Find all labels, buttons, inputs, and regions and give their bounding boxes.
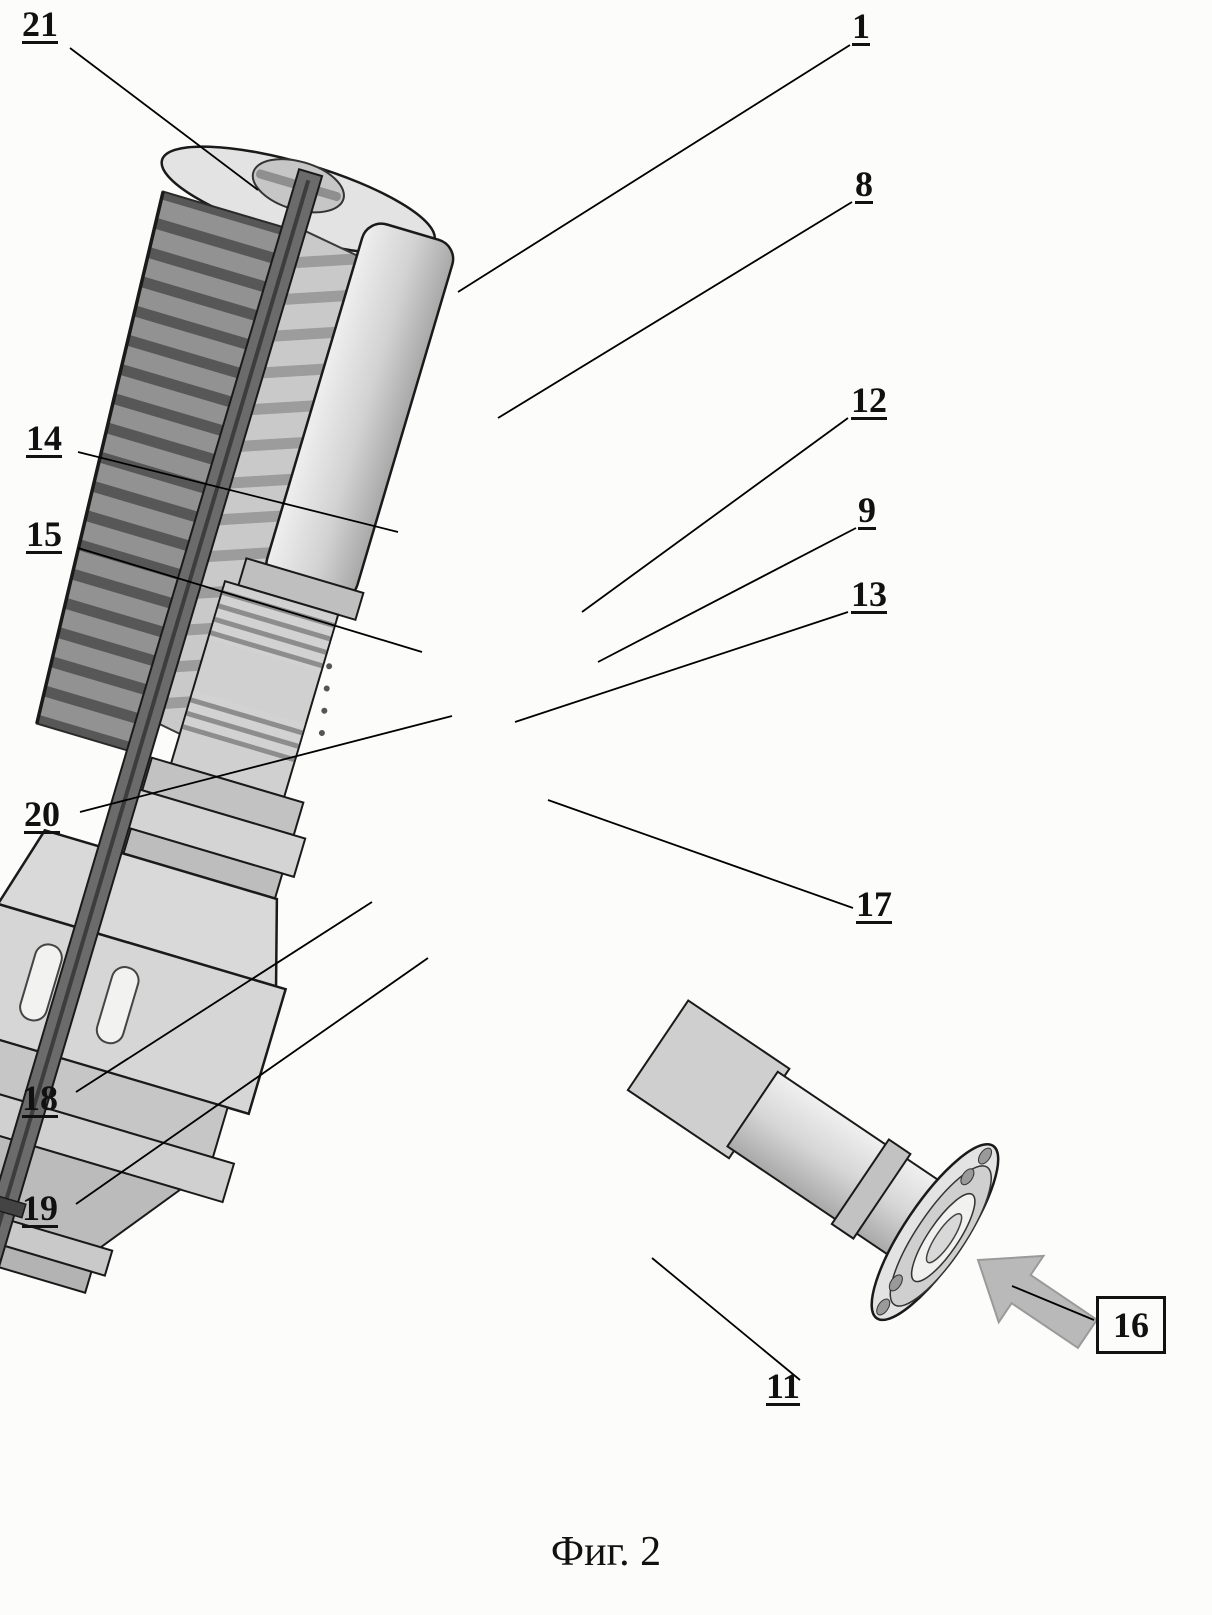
callout-17: 17 xyxy=(856,884,892,924)
leader-line-21 xyxy=(69,47,259,191)
callout-19: 19 xyxy=(22,1188,58,1228)
drive-shaft xyxy=(0,168,324,1303)
callout-20: 20 xyxy=(24,794,60,834)
callout-1: 1 xyxy=(852,6,870,46)
figure-caption: Фиг. 2 xyxy=(550,1529,662,1575)
pump-body-group xyxy=(0,145,455,1303)
flow-direction-arrow xyxy=(976,1254,1099,1350)
callout-9: 9 xyxy=(858,490,876,530)
leader-line-18 xyxy=(75,901,373,1093)
callout-11: 11 xyxy=(766,1366,801,1406)
outlet-pipe xyxy=(626,999,1000,1322)
callout-21: 21 xyxy=(22,4,58,44)
callout-16: 16 xyxy=(1113,1305,1149,1345)
outlet-flange xyxy=(870,1142,1000,1322)
leader-line-16 xyxy=(1011,1285,1095,1321)
leader-line-1 xyxy=(457,44,851,293)
leader-line-13 xyxy=(514,611,849,723)
stepped-rings xyxy=(118,756,307,900)
leader-line-19 xyxy=(75,957,429,1205)
callout-14: 14 xyxy=(26,418,62,458)
callout-18: 18 xyxy=(22,1078,58,1118)
leader-line-15 xyxy=(77,547,423,653)
leader-line-17 xyxy=(547,799,854,909)
callout-8: 8 xyxy=(855,164,873,204)
leader-lines xyxy=(69,44,1095,1381)
pump-housing xyxy=(0,828,288,1295)
callout-13: 13 xyxy=(851,574,887,614)
leader-line-8 xyxy=(497,201,853,419)
leader-line-11 xyxy=(651,1257,801,1381)
leader-line-9 xyxy=(597,527,857,663)
threaded-neck xyxy=(169,557,365,799)
leader-line-14 xyxy=(77,451,399,533)
leader-line-20 xyxy=(79,715,453,813)
callout-16-box: 16 xyxy=(1096,1296,1166,1354)
leader-line-12 xyxy=(581,417,849,613)
callout-12: 12 xyxy=(851,380,887,420)
callout-15: 15 xyxy=(26,514,62,554)
